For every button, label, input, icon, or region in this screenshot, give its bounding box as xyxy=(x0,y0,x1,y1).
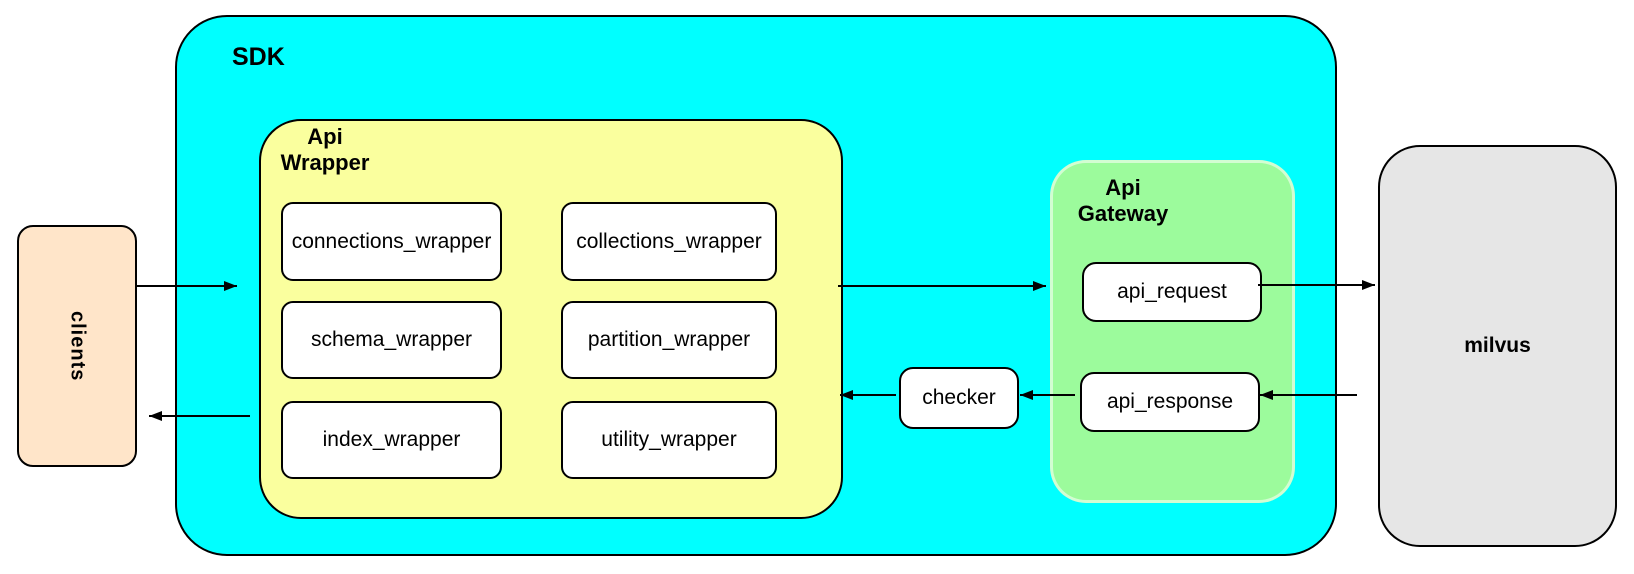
partition-wrapper-label: partition_wrapper xyxy=(587,328,751,351)
node-api-wrapper: Api Wrapper connections_wrapper collecti… xyxy=(259,119,843,519)
utility-wrapper-label: utility_wrapper xyxy=(601,428,737,451)
node-milvus: milvus xyxy=(1378,145,1617,547)
api-request-label: api_request xyxy=(1117,280,1227,303)
node-checker: checker xyxy=(899,367,1019,429)
api-response-label: api_response xyxy=(1106,390,1234,413)
connections-wrapper-label: connections_wrapper xyxy=(291,229,492,253)
node-collections-wrapper: collections_wrapper xyxy=(561,202,777,281)
index-wrapper-label: index_wrapper xyxy=(322,428,461,451)
clients-label: clients xyxy=(66,310,89,382)
milvus-label: milvus xyxy=(1464,334,1531,357)
checker-label: checker xyxy=(922,386,996,409)
node-index-wrapper: index_wrapper xyxy=(281,401,502,479)
api-gateway-label: Api Gateway xyxy=(1077,175,1169,226)
node-connections-wrapper: connections_wrapper xyxy=(281,202,502,281)
node-sdk: SDK Api Wrapper connections_wrapper coll… xyxy=(175,15,1337,556)
sdk-label: SDK xyxy=(232,43,285,71)
node-partition-wrapper: partition_wrapper xyxy=(561,301,777,379)
node-api-gateway: Api Gateway api_request api_response xyxy=(1050,160,1295,503)
node-api-response: api_response xyxy=(1080,372,1260,432)
node-api-request: api_request xyxy=(1082,262,1262,322)
collections-wrapper-label: collections_wrapper xyxy=(576,229,762,253)
node-utility-wrapper: utility_wrapper xyxy=(561,401,777,479)
node-schema-wrapper: schema_wrapper xyxy=(281,301,502,379)
node-clients: clients xyxy=(17,225,137,467)
api-wrapper-label: Api Wrapper xyxy=(280,124,370,175)
schema-wrapper-label: schema_wrapper xyxy=(310,328,473,351)
